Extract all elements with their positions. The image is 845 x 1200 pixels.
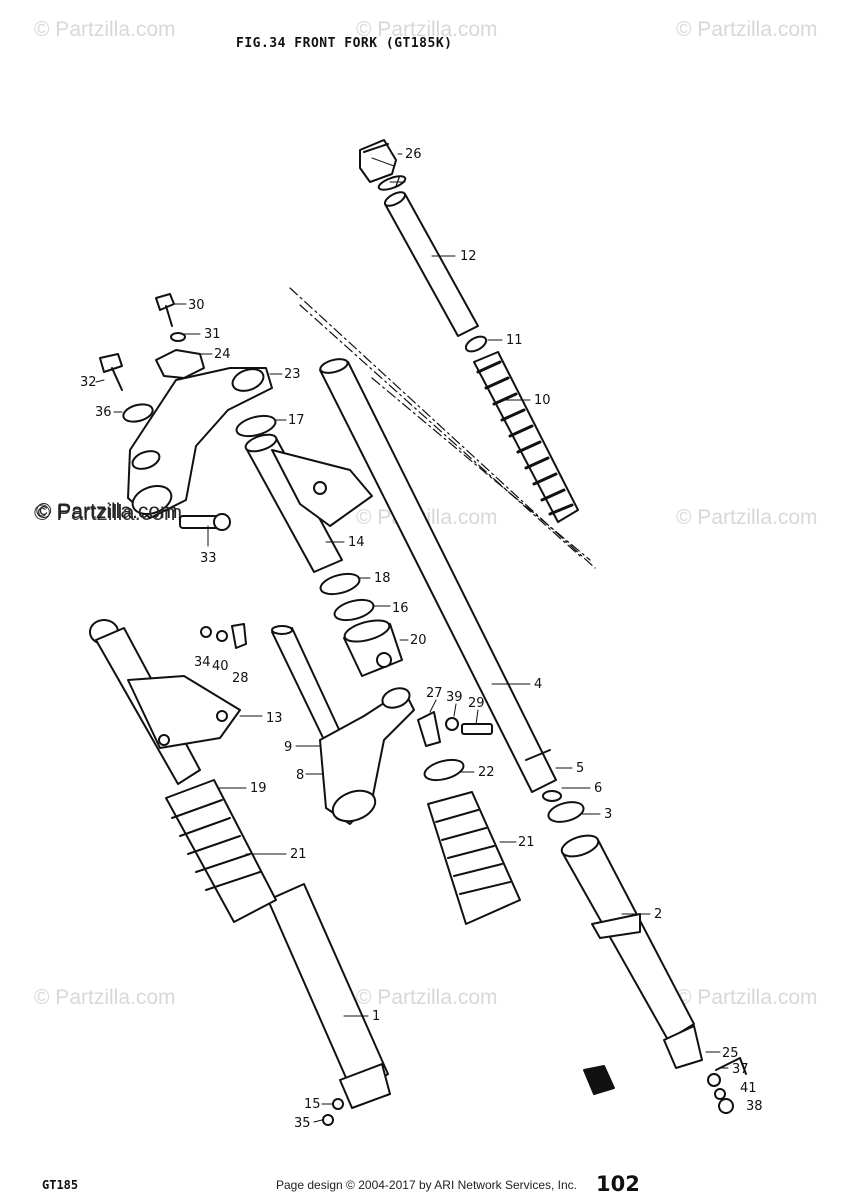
callout-label: 30: [188, 298, 205, 313]
callout-label: 2: [654, 907, 662, 922]
nut-part: [231, 623, 247, 649]
watermark: © Partzilla.com: [676, 18, 818, 41]
clamp-part: [417, 711, 441, 747]
spacer-part: [343, 619, 403, 677]
outer-tube-part: [89, 619, 391, 1109]
callout-label: 21: [518, 835, 535, 850]
watermark: © Partzilla.com: [34, 18, 176, 41]
callout-label: 3: [604, 807, 612, 822]
callout-label: 1: [372, 1009, 380, 1024]
callout-label: 9: [284, 740, 292, 755]
callout-label: 34: [194, 655, 211, 670]
callout-label: 33: [200, 551, 217, 566]
callout-label: 41: [740, 1081, 757, 1096]
upper-bracket-part: [127, 367, 273, 519]
callout-label: 19: [250, 781, 267, 796]
washer-part: [445, 717, 459, 731]
o-ring-part: [377, 175, 407, 191]
callout-label: 10: [534, 393, 551, 408]
callout-label: 40: [212, 659, 229, 674]
gasket-part: [322, 1114, 334, 1126]
callout-label: 4: [534, 677, 542, 692]
callout-label: 35: [294, 1116, 311, 1131]
bolt-part: [99, 353, 123, 391]
page-number: 102: [596, 1172, 640, 1196]
callout-label: 36: [95, 405, 112, 420]
callout-label: 22: [478, 765, 495, 780]
watermark: © Partzilla.com: [34, 986, 176, 1009]
callout-label: 21: [290, 847, 307, 862]
copyright-notice: Page design © 2004-2017 by ARI Network S…: [276, 1178, 578, 1192]
watermark: © Partzilla.com: [356, 986, 498, 1009]
washer-part: [200, 626, 212, 638]
fork-boot-part: [427, 791, 521, 925]
callout-label: 15: [304, 1097, 321, 1112]
callout-leaders: [95, 153, 729, 1123]
callout-label: 13: [266, 711, 283, 726]
fork-spring-part: [473, 351, 579, 523]
callout-label: 38: [746, 1099, 763, 1114]
callout-label: 18: [374, 571, 391, 586]
model-code: GT185: [42, 1178, 79, 1192]
callout-label: 14: [348, 535, 365, 550]
fork-boot-part: [165, 779, 277, 923]
callout-label: 39: [446, 690, 463, 705]
callout-label: 27: [426, 686, 443, 701]
callout-label: 23: [284, 367, 301, 382]
callout-label: 25: [722, 1046, 739, 1061]
boot-guide-part: [423, 758, 465, 782]
callout-label: 11: [506, 333, 523, 348]
cap-bolt-part: [359, 139, 397, 183]
callout-label: 37: [732, 1062, 749, 1077]
seal-part: [319, 572, 361, 596]
washer-part: [170, 332, 186, 342]
callout-label: 8: [296, 768, 304, 783]
watermark: © Partzilla.com: [676, 986, 818, 1009]
callout-label: 17: [288, 413, 305, 428]
bolt-part: [715, 1057, 747, 1075]
callout-label: 28: [232, 671, 249, 686]
callout-label: 32: [80, 375, 97, 390]
seal-part: [333, 598, 375, 622]
axle-cap-part: [707, 1073, 734, 1114]
callout-label: 12: [460, 249, 477, 264]
figure-title: FIG.34 FRONT FORK (GT185K): [236, 36, 453, 51]
oil-seal-part: [547, 801, 585, 823]
fork-cover-part: [244, 433, 373, 573]
callout-label: 16: [392, 601, 409, 616]
drain-screw-part: [332, 1098, 344, 1110]
outer-tube-part: [560, 834, 703, 1069]
watermark: © Partzilla.com: [356, 18, 498, 41]
callout-label: 31: [204, 327, 221, 342]
watermark: © Partzilla.com: [676, 506, 818, 529]
callout-label: 20: [410, 633, 427, 648]
spacer-tube-part: [384, 191, 479, 337]
callout-label: 26: [405, 147, 422, 162]
callout-label: 29: [468, 696, 485, 711]
callout-label: 7: [393, 175, 401, 190]
washer-part: [122, 403, 154, 423]
washer-part: [216, 630, 228, 642]
washer-part: [464, 335, 488, 353]
callout-label: 6: [594, 781, 602, 796]
snap-ring-part: [542, 790, 562, 802]
pinch-bolt-part: [179, 513, 231, 531]
bolt-part: [461, 723, 493, 735]
handlebar-holder-part: [155, 349, 205, 379]
bolt-part: [155, 293, 175, 327]
callout-label: 24: [214, 347, 231, 362]
watermark: © Partzilla.com: [36, 500, 178, 523]
steering-stem-part: [271, 625, 415, 825]
direction-arrow-icon: [583, 1065, 615, 1095]
callout-label: 5: [576, 761, 584, 776]
assembly-leader-lines: [289, 287, 596, 569]
oil-seal-part: [235, 414, 277, 438]
callout-labels: 26 7 12 11 10 30 31 24 23 32 36 17 14 33…: [80, 147, 763, 1131]
